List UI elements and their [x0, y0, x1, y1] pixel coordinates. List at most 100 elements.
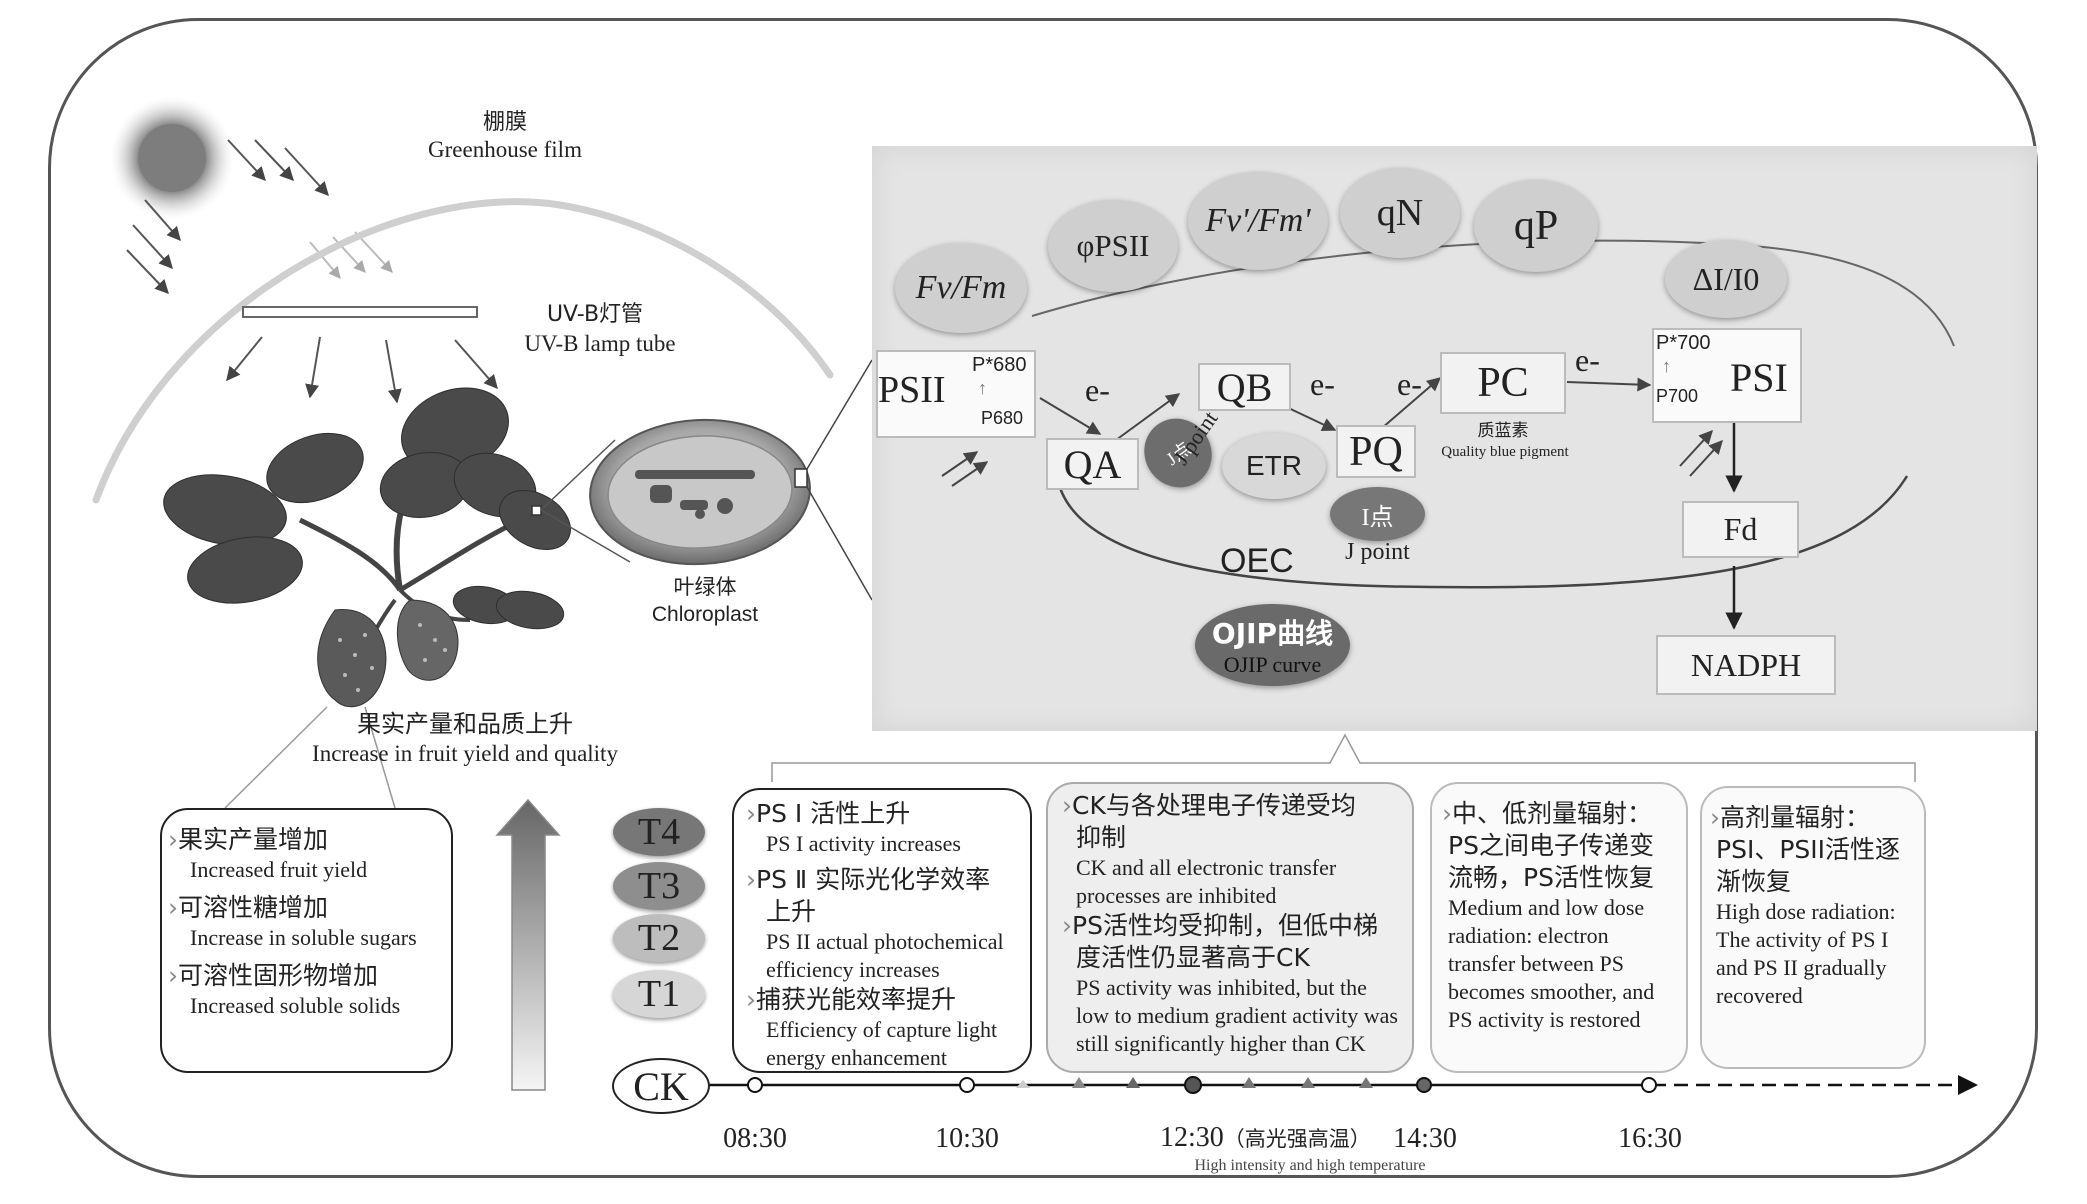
- psi-box: P*700 ↑ P700 PSI: [1652, 328, 1802, 423]
- box2-b-zh2: 度活性仍显著高于CK: [1076, 943, 1310, 972]
- greenhouse-film: [92, 198, 834, 504]
- time-1230-zh: （高光强高温）: [1223, 1127, 1371, 1151]
- box1-b-zh2: 上升: [766, 897, 817, 926]
- time-1630: 16:30: [1618, 1123, 1682, 1154]
- fvfm-label: Fv/Fm: [915, 269, 1007, 306]
- p680-label: P680: [981, 408, 1024, 428]
- fvfm-prime-label: Fv'/Fm': [1205, 202, 1311, 239]
- box4-en1: High dose radiation:: [1716, 899, 1896, 924]
- electron-label-1: e-: [1085, 372, 1110, 408]
- sugars-en: Increase in soluble sugars: [190, 925, 417, 950]
- qp-label: qP: [1513, 203, 1559, 249]
- box4-en3: and PS II gradually: [1716, 955, 1887, 980]
- time-1030: 10:30: [935, 1123, 999, 1154]
- box2-a-zh2: 抑制: [1076, 823, 1127, 852]
- pc-box: PC: [1440, 352, 1566, 414]
- electron-label-3: e-: [1397, 366, 1422, 402]
- greenhouse-label-zh: 棚膜: [482, 110, 527, 135]
- strawberries: [317, 599, 459, 708]
- box3-en5: PS activity is restored: [1448, 1007, 1641, 1032]
- box3-zh1: 中、低剂量辐射：: [1452, 799, 1653, 828]
- time-1230: 12:30: [1160, 1122, 1224, 1153]
- bullet-chevron-icon: ›: [168, 825, 178, 854]
- morning-phase-box: ›PS Ⅰ 活性上升 PS I activity increases ›PS Ⅱ…: [732, 788, 1032, 1073]
- nadph-label: NADPH: [1690, 646, 1802, 683]
- fruit-yield-zh: 果实产量增加: [178, 825, 329, 854]
- timeline-markers: [747, 1076, 1657, 1094]
- delta-i-label: ΔI/I0: [1692, 260, 1760, 297]
- solids-en: Increased soluble solids: [190, 993, 401, 1018]
- fruit-yield-en: Increased fruit yield: [190, 857, 368, 882]
- psii-box: PSII P*680 ↑ P680: [876, 350, 1036, 438]
- fd-label: Fd: [1723, 511, 1758, 547]
- psii-label: PSII: [878, 369, 946, 411]
- box4-zh3: 渐恢复: [1716, 867, 1792, 896]
- box4-en2: The activity of PS I: [1716, 927, 1889, 952]
- lamp-label-zh: UV-B灯管: [546, 302, 644, 327]
- ojip-en: OJIP curve: [1223, 652, 1322, 677]
- bullet-chevron-icon: ›: [1062, 791, 1072, 820]
- etr-label: ETR: [1246, 450, 1302, 481]
- psi-label: PSI: [1730, 355, 1788, 400]
- lamp-label-en: UV-B lamp tube: [524, 331, 676, 356]
- p680-up-icon: ↑: [978, 378, 987, 398]
- bracket: [771, 733, 1916, 782]
- lamp-rays: [226, 336, 498, 404]
- treatment-t2: T2: [613, 914, 705, 962]
- pc-label: PC: [1477, 360, 1529, 406]
- treatment-t4-label: T4: [637, 811, 681, 853]
- box2-a-zh1: CK与各处理电子传递受均: [1072, 791, 1356, 820]
- treatment-t4: T4: [613, 808, 705, 856]
- box2-b-en1: PS activity was inhibited, but the: [1076, 975, 1367, 1000]
- bullet-chevron-icon: ›: [1710, 803, 1720, 832]
- afternoon-phase-box: ›中、低剂量辐射： PS之间电子传递变 流畅，PS活性恢复 Medium and…: [1430, 782, 1688, 1073]
- box2-a-en1: CK and all electronic transfer: [1076, 855, 1337, 880]
- box3-zh2: PS之间电子传递变: [1448, 831, 1654, 860]
- etr-ellipse: ETR: [1222, 433, 1326, 499]
- bullet-chevron-icon: ›: [1062, 911, 1072, 940]
- chloroplast-label-en: Chloroplast: [651, 603, 759, 626]
- time-1230-group: 12:30（高光强高温）: [1160, 1122, 1371, 1154]
- box1-c-zh: 捕获光能效率提升: [756, 985, 957, 1014]
- nadph-box: NADPH: [1656, 635, 1836, 695]
- qn-ellipse: qN: [1340, 168, 1460, 258]
- box3-en3: transfer between PS: [1448, 951, 1624, 976]
- ck-label: CK: [633, 1063, 689, 1109]
- treatment-t1: T1: [613, 970, 705, 1018]
- qn-label: qN: [1376, 192, 1424, 234]
- treatment-t2-label: T2: [637, 917, 681, 959]
- electron-label-2: e-: [1310, 366, 1335, 402]
- bullet-chevron-icon: ›: [168, 961, 178, 990]
- fruit-improvement-box: ›果实产量增加 Increased fruit yield ›可溶性糖增加 In…: [160, 808, 453, 1073]
- i-point-en: J point: [1345, 539, 1410, 565]
- bullet-chevron-icon: ›: [746, 799, 756, 828]
- fd-box: Fd: [1682, 501, 1799, 558]
- box4-zh2: PSI、PSII活性逐: [1716, 835, 1901, 864]
- greenhouse-label-en: Greenhouse film: [428, 137, 582, 162]
- qa-box: QA: [1046, 438, 1139, 490]
- sun-rays: [126, 139, 329, 295]
- box3-zh3: 流畅，PS活性恢复: [1448, 863, 1654, 892]
- ojip-zh: OJIP曲线: [1211, 617, 1334, 650]
- bullet-chevron-icon: ›: [1442, 799, 1452, 828]
- pq-label: PQ: [1349, 428, 1403, 475]
- uvb-lamp: [242, 306, 478, 318]
- ck-control: CK: [612, 1058, 710, 1114]
- solids-zh: 可溶性固形物增加: [178, 961, 379, 990]
- fvfm-prime-ellipse: Fv'/Fm': [1188, 172, 1328, 270]
- sugars-zh: 可溶性糖增加: [178, 893, 329, 922]
- time-0830: 08:30: [723, 1123, 787, 1154]
- treatment-t3: T3: [613, 862, 705, 910]
- box4-zh1: 高剂量辐射：: [1720, 803, 1871, 832]
- pq-box: PQ: [1336, 425, 1416, 478]
- noon-phase-box: ›CK与各处理电子传递受均 抑制 CK and all electronic t…: [1046, 782, 1414, 1073]
- qb-label: QB: [1216, 364, 1273, 410]
- box1-a-en: PS I activity increases: [766, 831, 961, 856]
- qp-ellipse: qP: [1474, 180, 1598, 272]
- i-point-ellipse: I点: [1330, 487, 1425, 541]
- box2-b-en3: still significantly higher than CK: [1076, 1031, 1366, 1056]
- chloroplast-illustration: [589, 418, 811, 566]
- pc-zh-label: 质蓝素: [1477, 421, 1529, 441]
- box1-a-zh: PS Ⅰ 活性上升: [756, 799, 911, 828]
